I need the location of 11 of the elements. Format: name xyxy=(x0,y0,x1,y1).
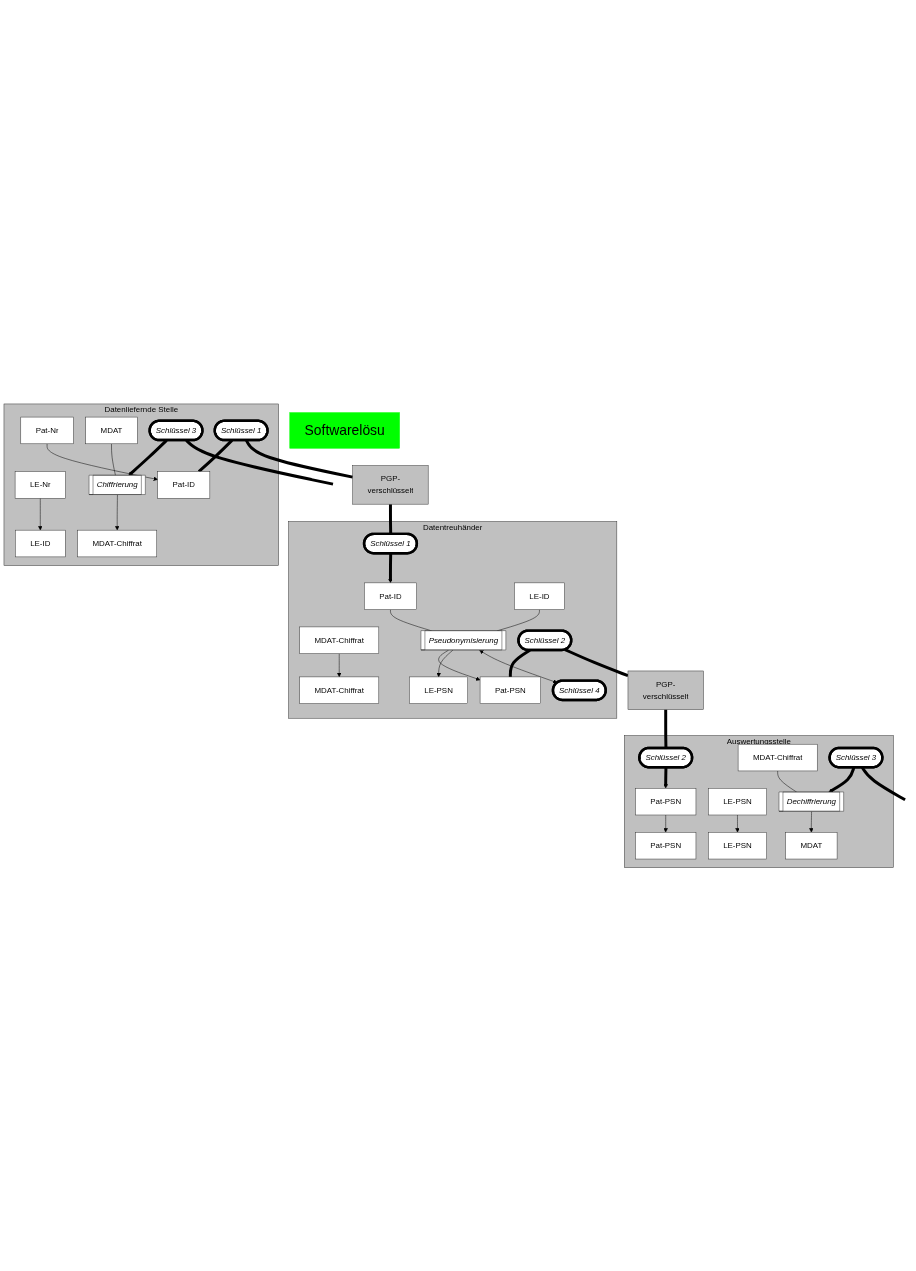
arrow xyxy=(663,767,668,789)
node-box: Softwarelösu xyxy=(289,412,400,449)
connector xyxy=(664,709,668,748)
arrow xyxy=(828,766,856,793)
connector xyxy=(861,766,906,801)
connector xyxy=(111,443,116,476)
connector xyxy=(388,503,393,534)
arrow xyxy=(388,553,393,583)
connector xyxy=(245,439,353,479)
connector xyxy=(508,648,531,677)
connector xyxy=(564,647,629,677)
